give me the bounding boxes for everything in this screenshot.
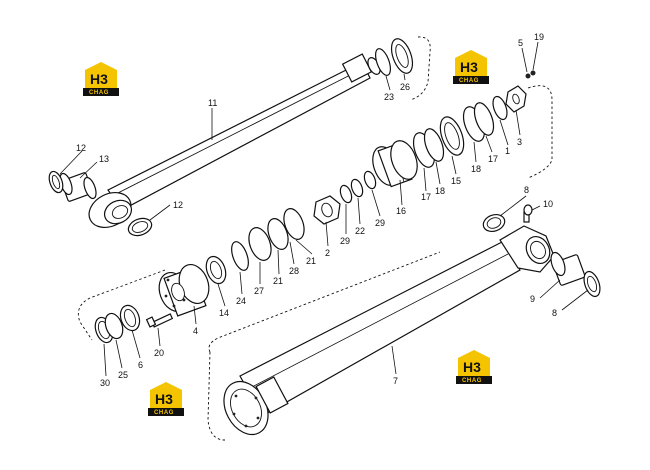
callout-8-lower: 8 [552, 308, 557, 318]
svg-text:CHAG: CHAG [459, 78, 479, 84]
wiper-ring-26 [390, 38, 414, 74]
brand-logo-bottom-left: H3 CHAG [148, 382, 184, 416]
callout-18-right: 18 [471, 164, 481, 174]
svg-text:CHAG: CHAG [89, 90, 109, 96]
cylinder-head [158, 264, 210, 317]
callout-8-upper: 8 [524, 185, 529, 195]
callout-26: 26 [400, 82, 410, 92]
callout-22: 22 [355, 226, 365, 236]
callout-3: 3 [517, 137, 522, 147]
brand-logo-top-left: H3 CHAG [83, 62, 119, 96]
callout-7: 7 [393, 376, 398, 386]
dust-seal-right-upper [482, 213, 506, 233]
callout-19-visible: 19 [534, 32, 544, 42]
callout-17-right: 17 [488, 154, 498, 164]
grease-fitting-10 [523, 204, 533, 216]
cylinder-tube [223, 211, 555, 436]
callout-18-left: 18 [435, 186, 445, 196]
svg-text:H3: H3 [463, 359, 481, 375]
seal-6 [119, 304, 141, 332]
rod-seal-23 [375, 48, 391, 76]
callout-28: 28 [289, 266, 299, 276]
callout-20-final: 20 [154, 348, 164, 358]
callout-12-lower-visible: 12 [173, 200, 183, 210]
callout-29-right: 29 [375, 218, 385, 228]
callout-30: 30 [100, 378, 110, 388]
svg-text:H3: H3 [155, 391, 173, 407]
svg-text:H3: H3 [90, 71, 108, 87]
svg-text:CHAG: CHAG [154, 410, 174, 416]
assembly-dashed-paths [77, 36, 553, 441]
callout-labels: 11 12 13 12 12 23 26 5 23 19 3 1 17 18 1… [76, 32, 557, 388]
bottom-bushing [550, 251, 586, 286]
callout-15: 15 [451, 176, 461, 186]
callout-23: 23 [384, 92, 394, 102]
brand-logo-top-right: H3 CHAG [453, 50, 489, 84]
brand-logo-bottom-right: H3 CHAG [456, 350, 492, 384]
callout-2: 2 [325, 248, 330, 258]
callout-12-upper: 12 [76, 143, 86, 153]
callout-16: 16 [396, 206, 406, 216]
dust-seal-left-lower [127, 217, 153, 237]
callout-4: 4 [193, 326, 198, 336]
callout-13: 13 [99, 154, 109, 164]
svg-text:H3: H3 [460, 59, 478, 75]
callout-25: 25 [118, 370, 128, 380]
callout-11: 11 [208, 98, 217, 108]
callout-14-final: 14 [219, 308, 229, 318]
callout-29-left: 29 [340, 236, 350, 246]
piston-seal-stack [205, 70, 536, 285]
callout-21-left: 21 [273, 276, 283, 286]
callout-leaders [59, 41, 589, 377]
rod-eye-bushing [59, 172, 97, 202]
piston-rod [88, 53, 381, 229]
callout-5: 5 [518, 38, 523, 48]
callout-9: 9 [530, 294, 535, 304]
head-bolt [145, 313, 174, 328]
callout-1: 1 [505, 146, 510, 156]
callout-17-left: 17 [421, 192, 431, 202]
callout-10: 10 [543, 199, 553, 209]
dust-seal-left-upper [48, 170, 64, 194]
svg-text:CHAG: CHAG [462, 378, 482, 384]
callout-21-right: 21 [306, 256, 316, 266]
callout-27: 27 [254, 286, 264, 296]
callout-24: 24 [236, 296, 246, 306]
callout-6: 6 [138, 360, 143, 370]
seal-25 [104, 312, 124, 340]
